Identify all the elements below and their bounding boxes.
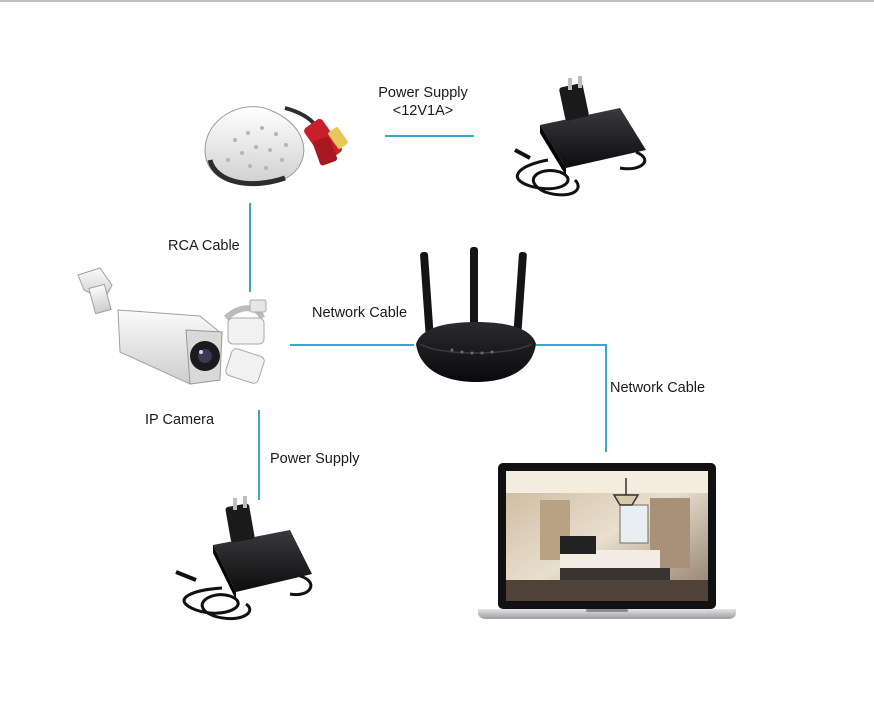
bullet-camera-icon <box>77 267 267 385</box>
label-ip-camera: IP Camera <box>145 412 215 428</box>
label-rca-cable: RCA Cable <box>168 238 240 254</box>
dome-microphone-icon <box>204 106 348 187</box>
label-power-supply-top-line2: <12V1A> <box>392 103 454 119</box>
label-power-supply-top-line1: Power Supply <box>378 85 468 101</box>
power-adapter-bottom-icon <box>175 496 313 621</box>
line-router-to-laptop <box>536 344 607 452</box>
connector-lines <box>249 135 607 500</box>
label-power-supply-bottom: Power Supply <box>270 451 360 467</box>
wifi-router-icon <box>416 247 536 382</box>
label-power-supply-top: Power Supply <12V1A> <box>371 85 475 119</box>
label-network-cable-left: Network Cable <box>312 305 408 321</box>
power-adapter-top-icon <box>514 76 647 197</box>
laptop-icon <box>478 463 736 619</box>
top-border <box>0 0 874 2</box>
label-network-cable-right: Network Cable <box>610 380 706 396</box>
